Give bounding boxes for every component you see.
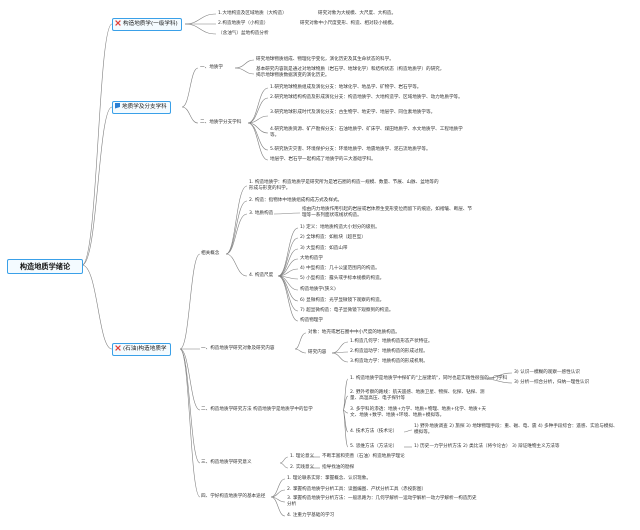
- significance-practice[interactable]: 2. 实践意义: [290, 465, 315, 470]
- topic-label: 构造地质学(一级学科): [123, 21, 178, 27]
- content-geometry[interactable]: 1.构造几何学：地质构造形态产状特征。: [350, 339, 433, 344]
- branch-item-5[interactable]: 5.研究防灾灾害、环境保护分支：环境地质学、地震地质学、泥石流地质学等。: [270, 147, 431, 152]
- method-4[interactable]: 4. 技术方法（技术论）: [350, 429, 398, 434]
- topic-petroleum-structural-geology[interactable]: (石油)构造地质学: [112, 343, 171, 356]
- scale-item-6[interactable]: 5) 小型构造：露头或手标本规模的构造。: [300, 276, 385, 281]
- method-1-note-b: 3) 分析—综合分析，归纳—理性认识: [514, 380, 590, 385]
- branch-item-3[interactable]: 3.研究地球形成时代及演化分支：古生物学、地史学、地层学、同位素地质学等。: [270, 110, 436, 115]
- node-object[interactable]: 对象：地壳或岩石圈中中小尺度的地质构造。: [308, 330, 400, 335]
- scale-item-7[interactable]: 构造地质学(狭义): [300, 287, 336, 292]
- significance-theory-note: 不断丰富和完善（石油）构造地质学理论: [322, 454, 405, 459]
- topic-geology-branches[interactable]: 地质学及分支学科: [112, 101, 171, 114]
- method-1[interactable]: 1. 构造地质学是地质学中探矿的"上层建筑"，同时也是实践性很强的一门学科: [350, 376, 508, 381]
- node-basin-analysis[interactable]: （含油气）盆地构造分析: [218, 31, 269, 36]
- node-learning-ways[interactable]: 四、学好构造地质学的基本途径: [201, 494, 266, 499]
- crossed-tools-icon: [115, 19, 121, 26]
- method-3[interactable]: 3. 多学科的渗透：地质+力学、地质+物理、地质+化学、地质+天文、地质+数学、…: [350, 407, 487, 418]
- branch-summary: 地层学、岩石学一起构成了地质学的三大基础学科。: [270, 157, 376, 162]
- content-dynamics[interactable]: 3.构造动力学：地质构造的形成机制。: [350, 359, 428, 364]
- significance-practice-note: 指导找油的勘探: [322, 465, 355, 470]
- scale-item-10[interactable]: 构造物理学: [300, 318, 323, 323]
- node-research-methods[interactable]: 二、构造地质学研究方法 构造地质学是地质学中的哲学: [201, 407, 313, 412]
- concept-geological-structure[interactable]: 3. 地质构造: [249, 211, 274, 216]
- flag-icon: [115, 102, 120, 109]
- branch-item-1[interactable]: 1.研究地球物质组成及演化分支：地球化学、地晶学、矿物学、岩石学等。: [270, 85, 422, 90]
- node-geology-branches[interactable]: 二、地质学分支学科: [200, 120, 242, 125]
- scale-item-9[interactable]: 7) 超显微构造：电子显微镜下观察到的构造。: [300, 308, 394, 313]
- way-4[interactable]: 4. 注重力学基础的学习: [287, 513, 335, 518]
- concept-structural-scale[interactable]: 4. 构造尺度: [249, 273, 274, 278]
- node-geology[interactable]: 一、地质学: [200, 65, 223, 70]
- node-related-concepts[interactable]: 相关概念: [201, 251, 220, 256]
- method-5[interactable]: 5. 思维方法（方法论）: [350, 444, 398, 449]
- branch-item-2[interactable]: 2.研究地球结构构造及形成演化分支：构造地质学、大地构造学、区域地质学、动力地质…: [270, 95, 463, 100]
- scale-item-5[interactable]: 4) 中型构造：几十公里范围内的构造。: [300, 266, 380, 271]
- method-4-note: 1) 野外地质调查 2) 旅探 3) 地球物理手段：重、磁、电、震 4) 多种手…: [414, 424, 618, 435]
- node-research-content[interactable]: 研究内容: [308, 350, 327, 355]
- method-5-note: 1) 历史—力学分析方法 2) 类比法（将今论古） 3) 辩证唯物主义方法等: [414, 444, 560, 449]
- note-big-tectonics: 研究对象为大规模、大尺度、大构造。: [318, 11, 397, 16]
- note-geology-definition: 研究地球物质组成、物理化学变化，演化历史及其生命状态的科学。: [256, 57, 394, 62]
- note-small-tectonics: 研究对象中小尺度变形、构造、相对较小规模。: [300, 21, 397, 26]
- topic-label: (石油)构造地质学: [123, 346, 167, 352]
- way-2[interactable]: 2. 掌握构造地质学分析工具：读图编图、产状分析工具（赤投影图）: [287, 487, 427, 492]
- concept-structural-geology[interactable]: 1. 构造地质学：构造地质学是研究所为是岩石圈的构造—规模、数量、节展、山脉、盆…: [249, 180, 439, 191]
- branch-item-4[interactable]: 4.研究地质资源、矿产勘探分支：石油地质学、矿床学、煤田地质学、水文地质学、工程…: [270, 127, 463, 138]
- scale-item-1[interactable]: 1) 定义：地地质构造大小划分的级别。: [300, 225, 380, 230]
- note-geological-structure: 指由内力地质作用引起的岩层或岩体原生变形变位而留下的痕迹，如褶皱、断层、节理等一…: [302, 207, 472, 218]
- node-small-tectonics[interactable]: 2.构造地质学（小构造）: [218, 21, 269, 26]
- note-geology-content: 基本研究内容就是通过对地球物质（岩石学、地球化学）和结构状态（构造地质学）的研究…: [256, 67, 445, 78]
- content-kinematics[interactable]: 2.构造运动学：地质构造的形成过程。: [350, 349, 428, 354]
- method-2[interactable]: 2. 野外考察的路线：航天遥感、地质卫星、物探、化探、钻探、测量、高温高压、电子…: [350, 390, 485, 401]
- topic-label: 地质学及分支学科: [122, 104, 167, 110]
- root-node[interactable]: 构造地质学绪论: [7, 259, 83, 274]
- scale-item-2[interactable]: 2) 全球构造：如板块（超巨型）: [300, 235, 366, 240]
- concept-structure[interactable]: 2. 构造：指物体中地质组成构成方式及样式。: [249, 198, 343, 203]
- crossed-tools-icon: [115, 344, 121, 351]
- node-significance[interactable]: 三、构造地质学研究意义: [201, 460, 252, 465]
- node-big-tectonics[interactable]: 1.大地构造及区域地质（大构造）: [218, 11, 287, 16]
- node-object-content[interactable]: 一、构造地质学研究对象及研究内容: [201, 346, 275, 351]
- way-1[interactable]: 1. 理论联系实际：掌握概念、认识现象。: [287, 476, 371, 481]
- significance-theory[interactable]: 1. 理论意义: [290, 454, 315, 459]
- method-1-note-a: 3) 认识—模糊的观察—感性认识: [514, 370, 580, 375]
- scale-item-3[interactable]: 3) 大型构造：如造山带: [300, 246, 348, 251]
- topic-structural-geology-first-level[interactable]: 构造地质学(一级学科): [112, 18, 182, 31]
- scale-item-8[interactable]: 6) 显微构造：光学显微镜下观察的构造。: [300, 298, 385, 303]
- scale-item-4[interactable]: 大地构造学: [300, 256, 323, 261]
- way-3[interactable]: 3. 掌握构造地质学分析方法：一般思路为：几何学解析—运动学解析—动力学解析—构…: [287, 496, 477, 507]
